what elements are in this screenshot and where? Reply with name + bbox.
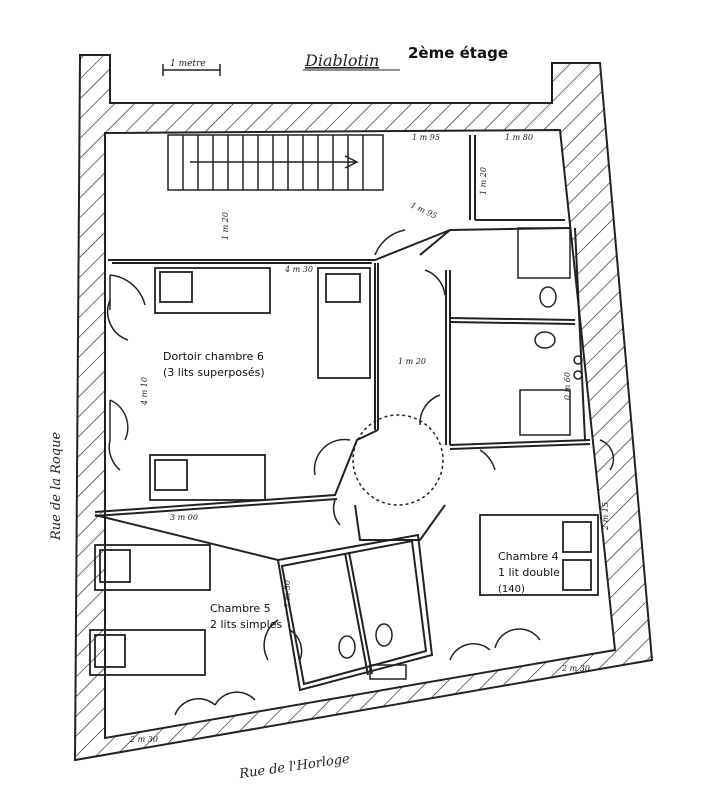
- chambre-4-beds: 1 lit double: [498, 566, 560, 579]
- chambre-5-name: Chambre 5: [210, 602, 271, 615]
- chambre-4-size: (140): [498, 584, 525, 595]
- scale-label: 1 metre: [170, 59, 206, 69]
- dim-label: 3 m 00: [170, 513, 198, 522]
- dim-label: 2 m 30: [129, 735, 158, 744]
- dortoir-beds: (3 lits superposés): [163, 366, 265, 379]
- beds-dortoir: [149, 267, 371, 501]
- sanitary-fixtures: [338, 286, 583, 680]
- dim-label: 1 m 20: [221, 212, 230, 240]
- staircase: [167, 134, 384, 191]
- dim-label: 1 m 95: [412, 133, 440, 142]
- scale-bar: 1 metre: [162, 59, 221, 76]
- chambre-4-name: Chambre 4: [498, 550, 559, 563]
- dortoir-name: Dortoir chambre 6: [163, 350, 264, 363]
- dim-label: 4 m 10: [140, 377, 149, 406]
- dim-label: 2 m 30: [283, 580, 292, 609]
- beds-chambre-5: [89, 544, 211, 676]
- plan-title: Diablotin: [304, 51, 379, 70]
- street-left: Rue de la Roque: [49, 432, 64, 541]
- exterior-walls: [73, 54, 654, 762]
- dim-label: 1 m 20: [398, 357, 426, 366]
- dim-label: 2 m 15: [601, 502, 610, 531]
- dim-label: 4 m 30: [284, 265, 313, 274]
- dim-label: 2 m 30: [561, 664, 590, 673]
- dim-label: 1 m 20: [479, 167, 488, 195]
- interior-walls: [94, 135, 591, 692]
- bed-chambre-4: [479, 514, 599, 596]
- street-bottom: Rue de l'Horloge: [237, 752, 351, 783]
- dim-label: 1 m 95: [409, 201, 438, 221]
- door-swings: [106, 229, 615, 716]
- chambre-5-beds: 2 lits simples: [210, 618, 282, 631]
- beds-right: [517, 227, 571, 436]
- dim-label: 1 m 80: [505, 133, 533, 142]
- central-round-table: [352, 414, 444, 506]
- dim-label: 0 m 60: [563, 372, 572, 400]
- floor-label: 2ème étage: [408, 44, 508, 62]
